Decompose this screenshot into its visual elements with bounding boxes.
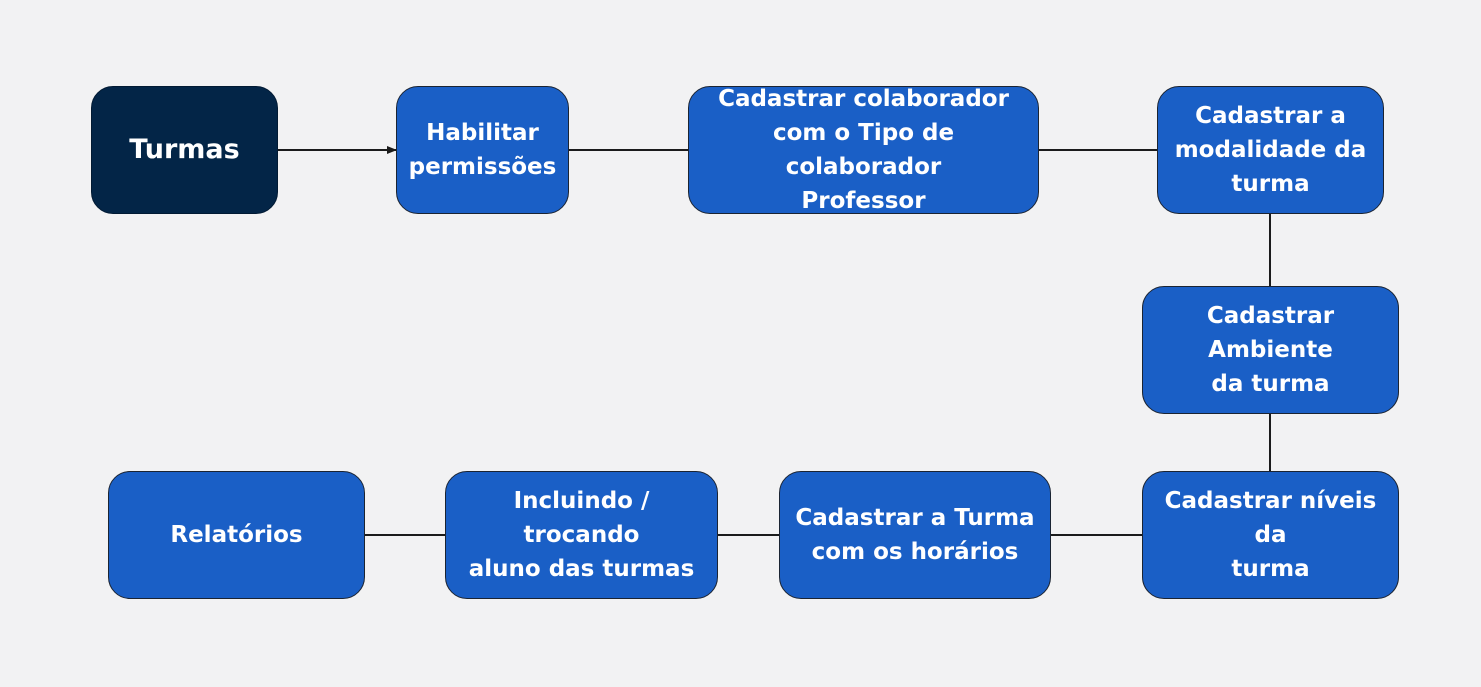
node-cadastrar-colaborador: Cadastrar colaborador com o Tipo de cola… — [688, 86, 1039, 214]
node-cadastrar-niveis: Cadastrar níveis da turma — [1142, 471, 1399, 599]
node-cadastrar-modalidade: Cadastrar a modalidade da turma — [1157, 86, 1384, 214]
node-relatorios: Relatórios — [108, 471, 365, 599]
node-turmas: Turmas — [91, 86, 278, 214]
node-cadastrar-ambiente: Cadastrar Ambiente da turma — [1142, 286, 1399, 414]
node-habilitar-permissoes: Habilitar permissões — [396, 86, 569, 214]
node-cadastrar-turma: Cadastrar a Turma com os horários — [779, 471, 1051, 599]
node-incluindo-trocando-aluno: Incluindo / trocando aluno das turmas — [445, 471, 718, 599]
